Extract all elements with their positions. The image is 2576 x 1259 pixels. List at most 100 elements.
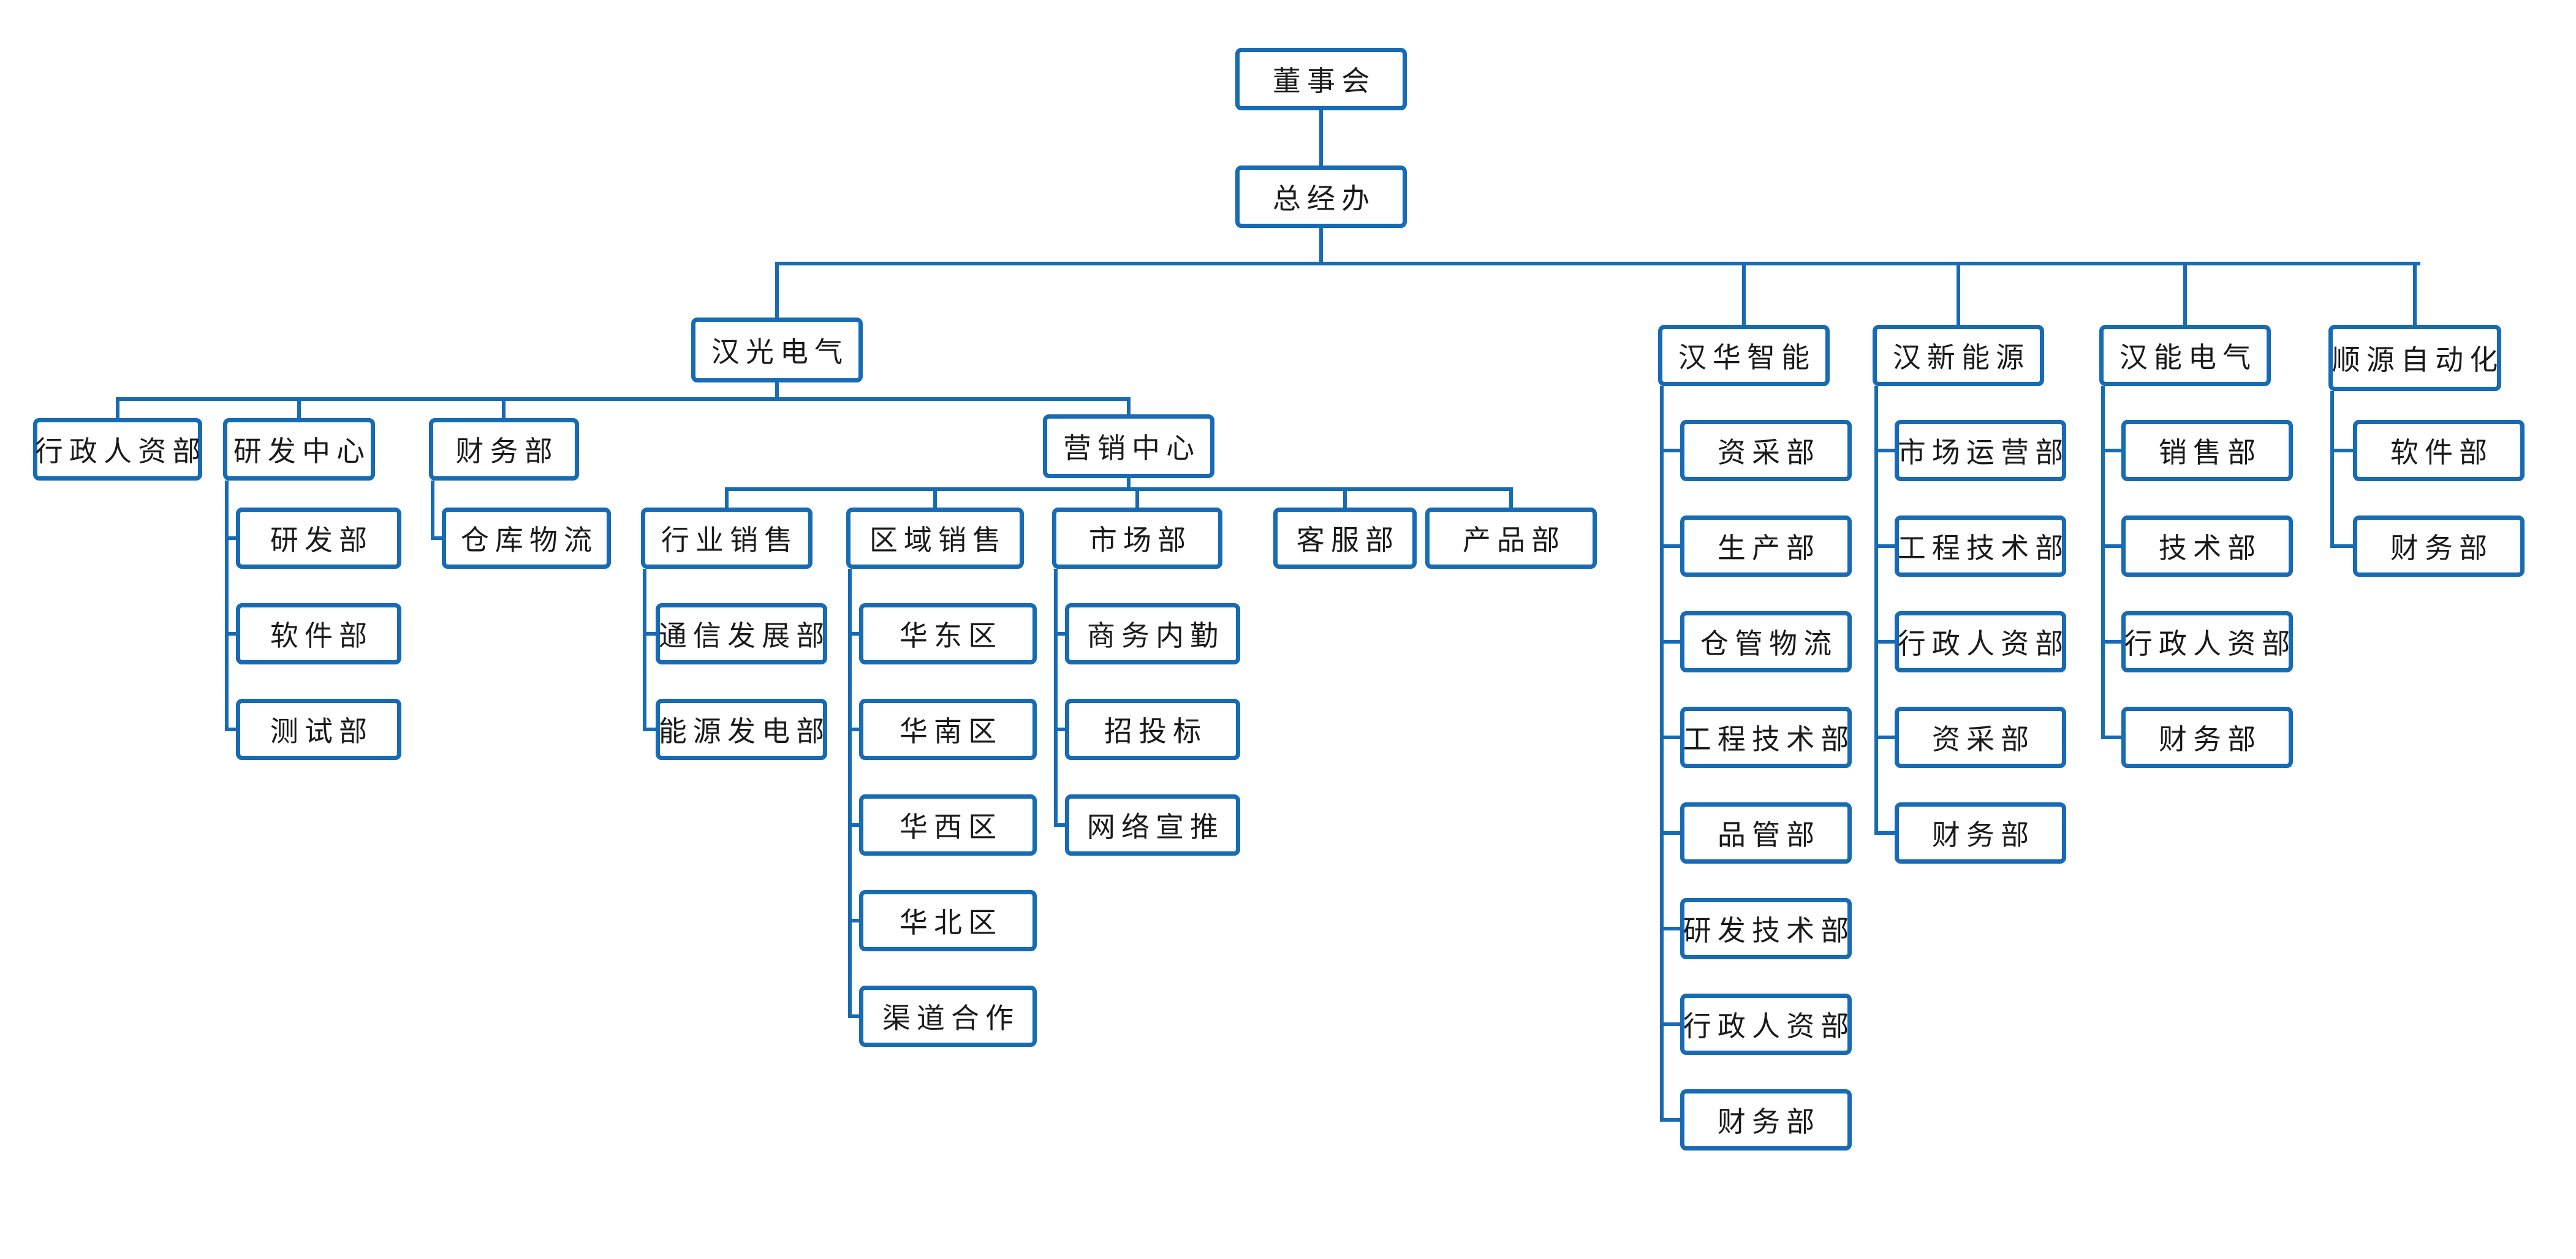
connector-line-vertical [775, 262, 779, 321]
connector-line-horizontal [848, 823, 865, 827]
connector-line-vertical [297, 397, 301, 422]
connector-line-horizontal [1054, 823, 1071, 827]
connector-line-horizontal [643, 728, 662, 731]
org-node-kfb[interactable]: 客服部 [1273, 508, 1417, 569]
org-node-rjb[interactable]: 软件部 [236, 603, 401, 664]
org-node-txfz[interactable]: 通信发展部 [656, 603, 827, 664]
org-node-scb[interactable]: 市场部 [1052, 508, 1222, 569]
connector-line-vertical [2183, 262, 2187, 329]
connector-line-vertical [1874, 386, 1878, 835]
connector-line-vertical [1127, 397, 1131, 418]
connector-line-vertical [1135, 487, 1139, 511]
org-node-xzrz[interactable]: 行政人资部 [33, 418, 202, 481]
org-node-hh-zcb[interactable]: 资采部 [1680, 420, 1852, 481]
connector-line-horizontal [1660, 544, 1686, 548]
connector-line-horizontal [643, 632, 662, 636]
connector-line-horizontal [2101, 640, 2127, 644]
connector-line-horizontal [848, 1014, 865, 1018]
connector-line-horizontal [1660, 640, 1686, 644]
connector-line-horizontal [2330, 544, 2359, 548]
org-node-hyxs[interactable]: 行业销售 [641, 508, 813, 569]
org-node-wlxt[interactable]: 网络宣推 [1065, 794, 1240, 856]
connector-line-vertical [2101, 386, 2105, 739]
org-node-yfzx[interactable]: 研发中心 [223, 418, 375, 481]
org-node-hn-cwb[interactable]: 财务部 [2121, 707, 2293, 768]
org-node-hx-scyy[interactable]: 市场运营部 [1895, 420, 2066, 481]
connector-line-horizontal [848, 919, 865, 922]
connector-line-vertical [1054, 569, 1058, 827]
connector-line-horizontal [1054, 728, 1071, 731]
org-node-hx-zcb[interactable]: 资采部 [1895, 707, 2066, 768]
connector-line-vertical [1343, 487, 1347, 511]
org-node-hh-cgwl[interactable]: 仓管物流 [1680, 611, 1852, 672]
org-node-ckwl[interactable]: 仓库物流 [442, 508, 611, 569]
connector-line-horizontal [1874, 831, 1901, 835]
connector-line-vertical [225, 481, 229, 731]
connector-line-horizontal [1660, 449, 1686, 452]
org-node-sy-rjb[interactable]: 软件部 [2353, 420, 2525, 481]
connector-line-vertical [1660, 386, 1664, 1122]
connector-line-horizontal [775, 262, 2420, 265]
connector-line-vertical [116, 397, 119, 422]
org-node-hx[interactable]: 汉新能源 [1873, 325, 2044, 386]
org-node-ztb[interactable]: 招投标 [1065, 699, 1240, 760]
connector-line-horizontal [225, 632, 242, 636]
org-node-hn[interactable]: 汉能电气 [2099, 325, 2271, 386]
org-node-hh-yfjs[interactable]: 研发技术部 [1680, 898, 1852, 959]
connector-line-horizontal [1874, 640, 1901, 644]
org-node-gm[interactable]: 总经办 [1235, 165, 1407, 228]
org-node-yfb[interactable]: 研发部 [236, 508, 401, 569]
connector-line-horizontal [1660, 927, 1686, 930]
connector-line-vertical [1127, 478, 1131, 491]
org-node-swnq[interactable]: 商务内勤 [1065, 603, 1240, 664]
org-node-cpb[interactable]: 产品部 [1425, 508, 1597, 569]
connector-line-vertical [1742, 262, 1746, 329]
org-node-hdq[interactable]: 华东区 [859, 603, 1037, 664]
connector-line-vertical [848, 569, 852, 1018]
connector-line-vertical [1319, 110, 1323, 167]
connector-line-horizontal [1660, 1022, 1686, 1026]
connector-line-vertical [775, 382, 779, 401]
org-node-hh-cwb[interactable]: 财务部 [1680, 1089, 1852, 1151]
connector-line-horizontal [1660, 736, 1686, 739]
connector-line-horizontal [225, 536, 242, 540]
org-node-hn-jsb[interactable]: 技术部 [2121, 515, 2293, 577]
connector-line-vertical [2413, 262, 2417, 329]
org-node-board[interactable]: 董事会 [1235, 48, 1407, 110]
org-node-cwb[interactable]: 财务部 [429, 418, 579, 481]
connector-line-vertical [933, 487, 937, 511]
org-node-qyxs[interactable]: 区域销售 [846, 508, 1024, 569]
connector-line-horizontal [1054, 632, 1071, 636]
org-node-hxq[interactable]: 华西区 [859, 794, 1037, 856]
org-node-hh-gcjs[interactable]: 工程技术部 [1680, 707, 1852, 768]
connector-line-horizontal [1874, 544, 1901, 548]
org-node-hx-xzrz[interactable]: 行政人资部 [1895, 611, 2066, 672]
org-node-hh-xzrz[interactable]: 行政人资部 [1680, 994, 1852, 1055]
connector-line-horizontal [2101, 736, 2127, 739]
connector-line-vertical [502, 397, 506, 422]
org-node-hn-xzrz[interactable]: 行政人资部 [2121, 611, 2293, 672]
connector-line-vertical [2330, 391, 2334, 548]
org-node-hh-pgb[interactable]: 品管部 [1680, 802, 1852, 864]
org-node-sy-cwb[interactable]: 财务部 [2353, 515, 2525, 577]
org-node-qdhz[interactable]: 渠道合作 [859, 986, 1037, 1047]
org-node-yxzx[interactable]: 营销中心 [1043, 414, 1214, 478]
org-node-hx-cwb[interactable]: 财务部 [1895, 802, 2066, 864]
org-node-csb[interactable]: 测试部 [236, 699, 401, 760]
org-node-hbq[interactable]: 华北区 [859, 890, 1037, 951]
org-node-hh-scb[interactable]: 生产部 [1680, 515, 1852, 577]
org-node-hx-gcjs[interactable]: 工程技术部 [1895, 515, 2066, 577]
org-node-hnq[interactable]: 华南区 [859, 699, 1037, 760]
connector-line-vertical [643, 569, 646, 731]
connector-line-horizontal [848, 728, 865, 731]
connector-line-vertical [1509, 487, 1513, 511]
org-node-nyfd[interactable]: 能源发电部 [656, 699, 827, 760]
org-node-hg[interactable]: 汉光电气 [691, 318, 863, 382]
connector-line-vertical [1957, 262, 1960, 329]
org-node-sy[interactable]: 顺源自动化 [2328, 325, 2501, 391]
org-node-hn-xsb[interactable]: 销售部 [2121, 420, 2293, 481]
connector-line-horizontal [431, 536, 448, 540]
connector-line-horizontal [116, 397, 1131, 401]
org-node-hh[interactable]: 汉华智能 [1658, 325, 1830, 386]
